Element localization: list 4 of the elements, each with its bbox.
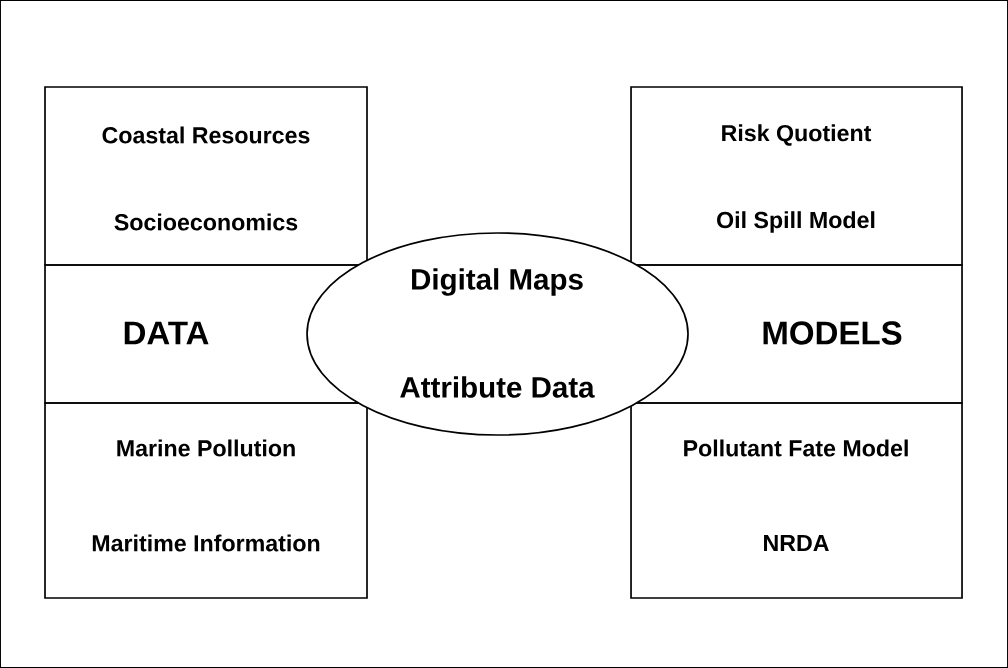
box: Coastal Resources Socioeconomics xyxy=(44,86,368,266)
box: Pollutant Fate Model NRDA xyxy=(630,402,963,599)
box: Marine Pollution Maritime Information xyxy=(44,402,368,599)
box: Risk Quotient Oil Spill Model xyxy=(630,86,963,266)
